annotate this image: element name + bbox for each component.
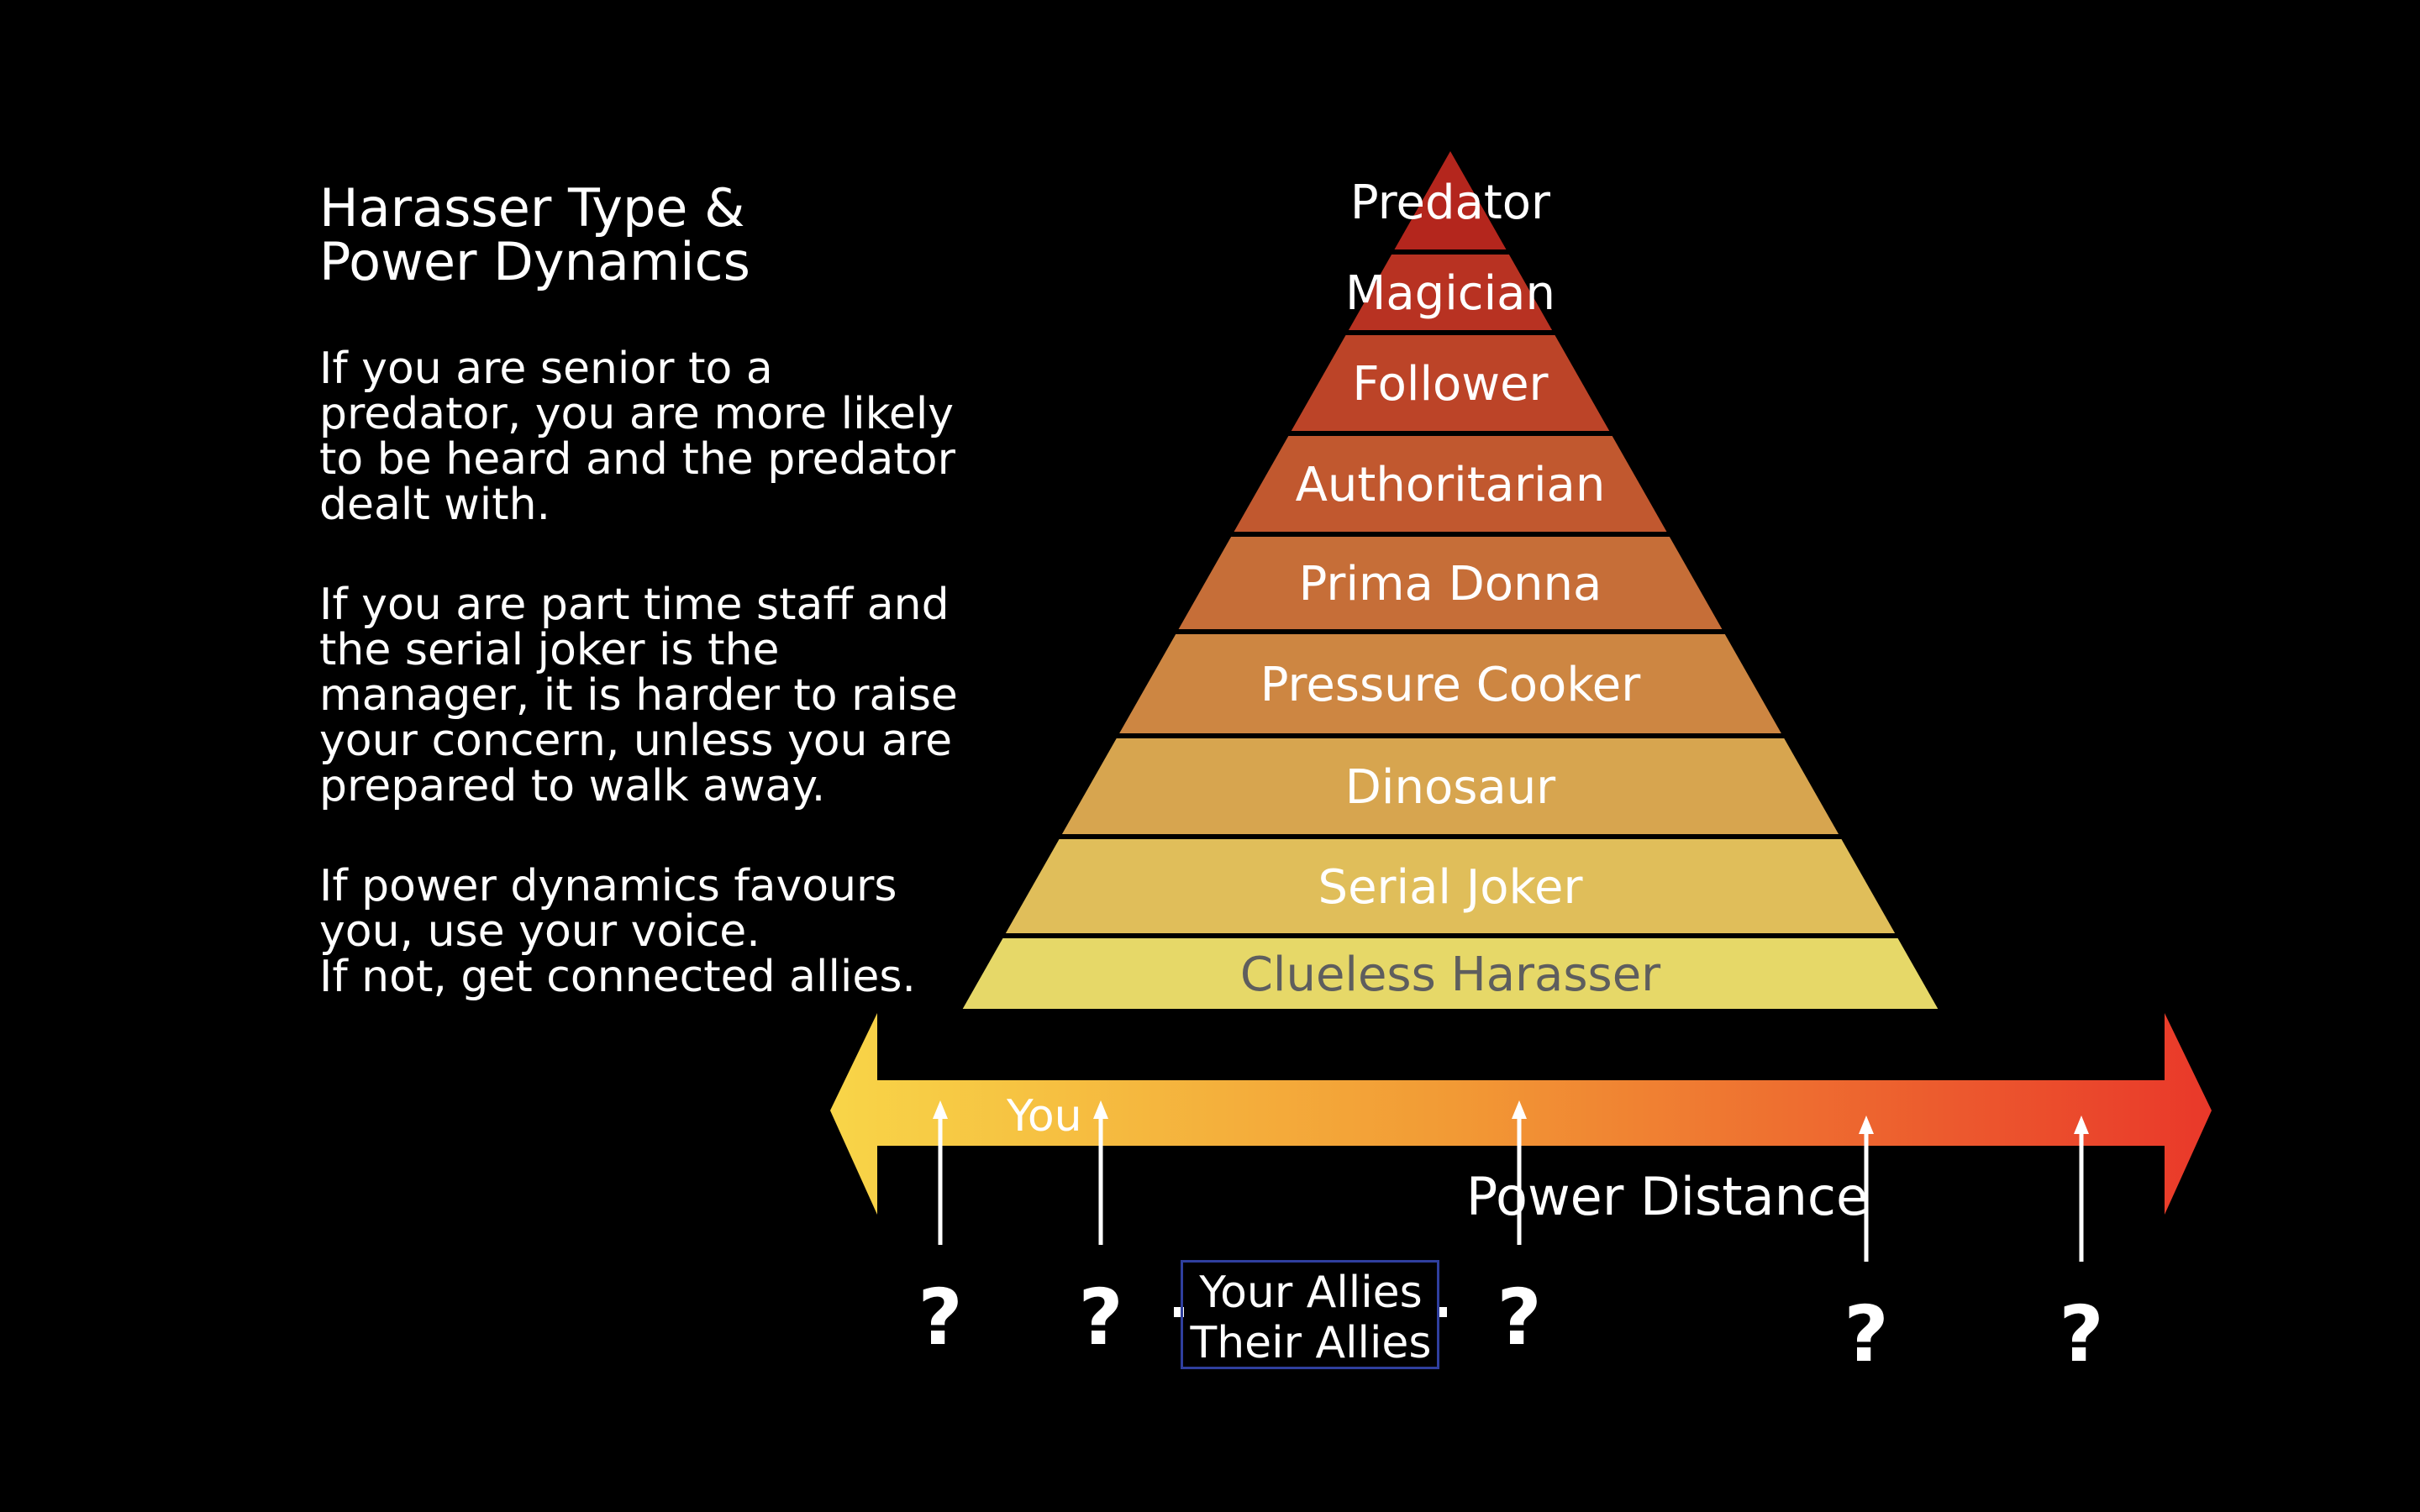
- paragraph-line: manager, it is harder to raise: [319, 670, 958, 721]
- paragraph-line: the serial joker is the: [319, 625, 780, 675]
- pyramid-level-label: Follower: [1352, 357, 1549, 412]
- pyramid-level-band: [962, 938, 1939, 1009]
- question-mark: ?: [918, 1273, 962, 1362]
- up-arrow-icon: [1093, 1100, 1108, 1245]
- question-mark: ?: [1078, 1273, 1123, 1362]
- pyramid-level-label: Clueless Harasser: [1240, 948, 1661, 1002]
- power-distance-label: Power Distance: [1466, 1166, 1868, 1227]
- pyramid-level-band: [1119, 634, 1781, 733]
- paragraph-line: you, use your voice.: [319, 906, 760, 957]
- pyramid-level-label: Pressure Cooker: [1260, 658, 1641, 712]
- title-line: Harasser Type &: [319, 177, 745, 239]
- pyramid-level-label: Serial Joker: [1318, 860, 1584, 915]
- up-arrow-icon: [1859, 1116, 1874, 1262]
- pyramid-level-band: [1394, 151, 1507, 249]
- pyramid-level-band: [1061, 738, 1839, 834]
- indicator-arrows: [933, 1100, 2089, 1262]
- you-label: You: [1006, 1091, 1082, 1142]
- paragraph-line: to be heard and the predator: [319, 434, 955, 485]
- pyramid-level-band: [1348, 255, 1553, 330]
- up-arrow-icon: [933, 1100, 948, 1245]
- their-allies-label: Their Allies: [1189, 1318, 1431, 1368]
- pyramid-level-band: [1291, 335, 1610, 431]
- pyramid-level-label: Magician: [1345, 266, 1555, 321]
- paragraph-line: If you are senior to a: [319, 344, 773, 394]
- pyramid-level-label: Authoritarian: [1296, 458, 1606, 512]
- paragraph-line: If you are part time staff and: [319, 580, 950, 630]
- box-handle: [1437, 1307, 1447, 1317]
- paragraph-line: dealt with.: [319, 480, 551, 530]
- pyramid-level-band: [1178, 537, 1723, 629]
- question-mark: ?: [1844, 1289, 1888, 1379]
- pyramid-level-label: Dinosaur: [1345, 760, 1556, 815]
- paragraph-line: If not, get connected allies.: [319, 952, 916, 1002]
- paragraph-line: prepared to walk away.: [319, 761, 826, 811]
- your-allies-label: Your Allies: [1198, 1268, 1423, 1318]
- paragraph-line: If power dynamics favours: [319, 861, 897, 911]
- pyramid-level-label: Prima Donna: [1299, 557, 1602, 612]
- pyramid-level-band: [1234, 436, 1667, 532]
- allies-box: [1181, 1260, 1439, 1369]
- harasser-pyramid: PredatorMagicianFollowerAuthoritarianPri…: [962, 151, 1939, 1009]
- paragraph-power-dynamics: If power dynamics favours you, use your …: [319, 864, 1008, 1000]
- paragraph-line: your concern, unless you are: [319, 716, 953, 766]
- question-mark: ?: [2059, 1289, 2103, 1379]
- pyramid-level-label: Predator: [1350, 176, 1551, 230]
- paragraph-senior: If you are senior to a predator, you are…: [319, 346, 1008, 528]
- question-mark: ?: [1497, 1273, 1541, 1362]
- up-arrow-icon: [1512, 1100, 1527, 1245]
- slide-title: Harasser Type & Power Dynamics: [319, 181, 750, 289]
- paragraph-part-time: If you are part time staff and the seria…: [319, 582, 1008, 809]
- title-line: Power Dynamics: [319, 231, 750, 292]
- up-arrow-icon: [2074, 1116, 2089, 1262]
- pyramid-level-band: [1005, 839, 1896, 933]
- question-markers: ? ? ? ? ?: [918, 1273, 2103, 1379]
- paragraph-line: predator, you are more likely: [319, 389, 955, 439]
